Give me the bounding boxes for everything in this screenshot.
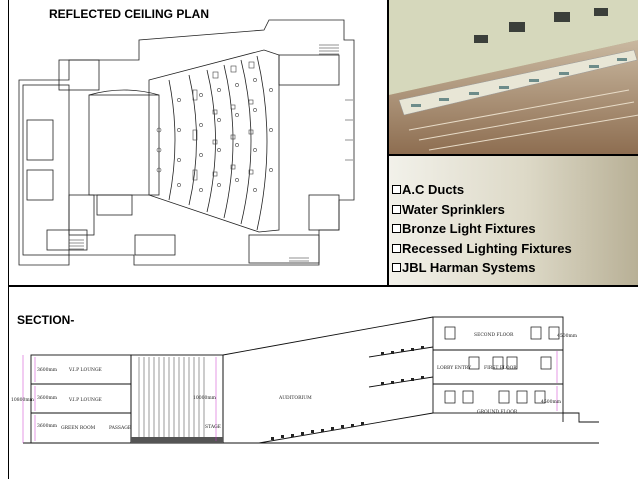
legend-item: A.C Ducts xyxy=(392,180,572,200)
section-title: SECTION- xyxy=(17,313,75,327)
legend-item-label: A.C Ducts xyxy=(402,182,465,198)
fixture-legend-panel: A.C Ducts Water Sprinklers Bronze Light … xyxy=(388,155,638,286)
right-height-dimension: 4500mm xyxy=(541,399,562,405)
vip-lounge-lower-label: V.I.P LOUNGE xyxy=(68,397,102,403)
checkbox-icon xyxy=(392,224,401,234)
checkbox-icon xyxy=(392,185,401,195)
legend-item: Bronze Light Fixtures xyxy=(392,219,572,239)
ceiling-plan-panel: REFLECTED CEILING PLAN xyxy=(8,0,388,286)
legend-item: JBL Harman Systems xyxy=(392,258,572,278)
total-height-dimension: 10800mm xyxy=(11,397,35,403)
legend-item-label: Bronze Light Fixtures xyxy=(402,221,536,237)
legend-item-label: JBL Harman Systems xyxy=(402,260,536,276)
first-floor-label: FIRST FLOOR xyxy=(484,365,517,371)
green-room-label: GREEN ROOM xyxy=(61,425,96,431)
ceiling-photo-image xyxy=(389,0,638,154)
stage-label: STAGE xyxy=(205,424,221,430)
right-small-dimension: 4500mm xyxy=(557,333,578,339)
checkbox-icon xyxy=(392,243,401,253)
ceiling-plan-title: REFLECTED CEILING PLAN xyxy=(49,7,210,21)
lower-floor-dimension: 3600mm xyxy=(37,423,58,429)
legend-item: Water Sprinklers xyxy=(392,200,572,220)
checkbox-icon xyxy=(392,204,401,214)
passage-label: PASSAGE xyxy=(109,425,131,431)
legend-item: Recessed Lighting Fixtures xyxy=(392,239,572,259)
legend-item-label: Recessed Lighting Fixtures xyxy=(402,240,572,256)
ceiling-photo xyxy=(388,0,638,155)
lobby-entry-label: LOBBY ENTRY xyxy=(437,365,472,371)
checkbox-icon xyxy=(392,263,401,273)
second-floor-label: SECOND FLOOR xyxy=(474,332,514,338)
section-panel: SECTION- xyxy=(8,286,638,479)
stage-height-dimension: 10000mm xyxy=(193,395,217,401)
vip-lounge-upper-label: V.I.P LOUNGE xyxy=(68,367,102,373)
upper-floor-dimension: 3600mm xyxy=(37,367,58,373)
mid-floor-dimension: 3600mm xyxy=(37,395,58,401)
fixture-legend-list: A.C Ducts Water Sprinklers Bronze Light … xyxy=(392,180,572,278)
ceiling-plan-drawing xyxy=(18,19,355,266)
ground-floor-label: GROUND FLOOR xyxy=(477,409,518,415)
legend-item-label: Water Sprinklers xyxy=(402,201,505,217)
section-drawing: V.I.P LOUNGE V.I.P LOUNGE GREEN ROOM PAS… xyxy=(11,316,599,444)
auditorium-label: AUDITORIUM xyxy=(278,395,312,401)
